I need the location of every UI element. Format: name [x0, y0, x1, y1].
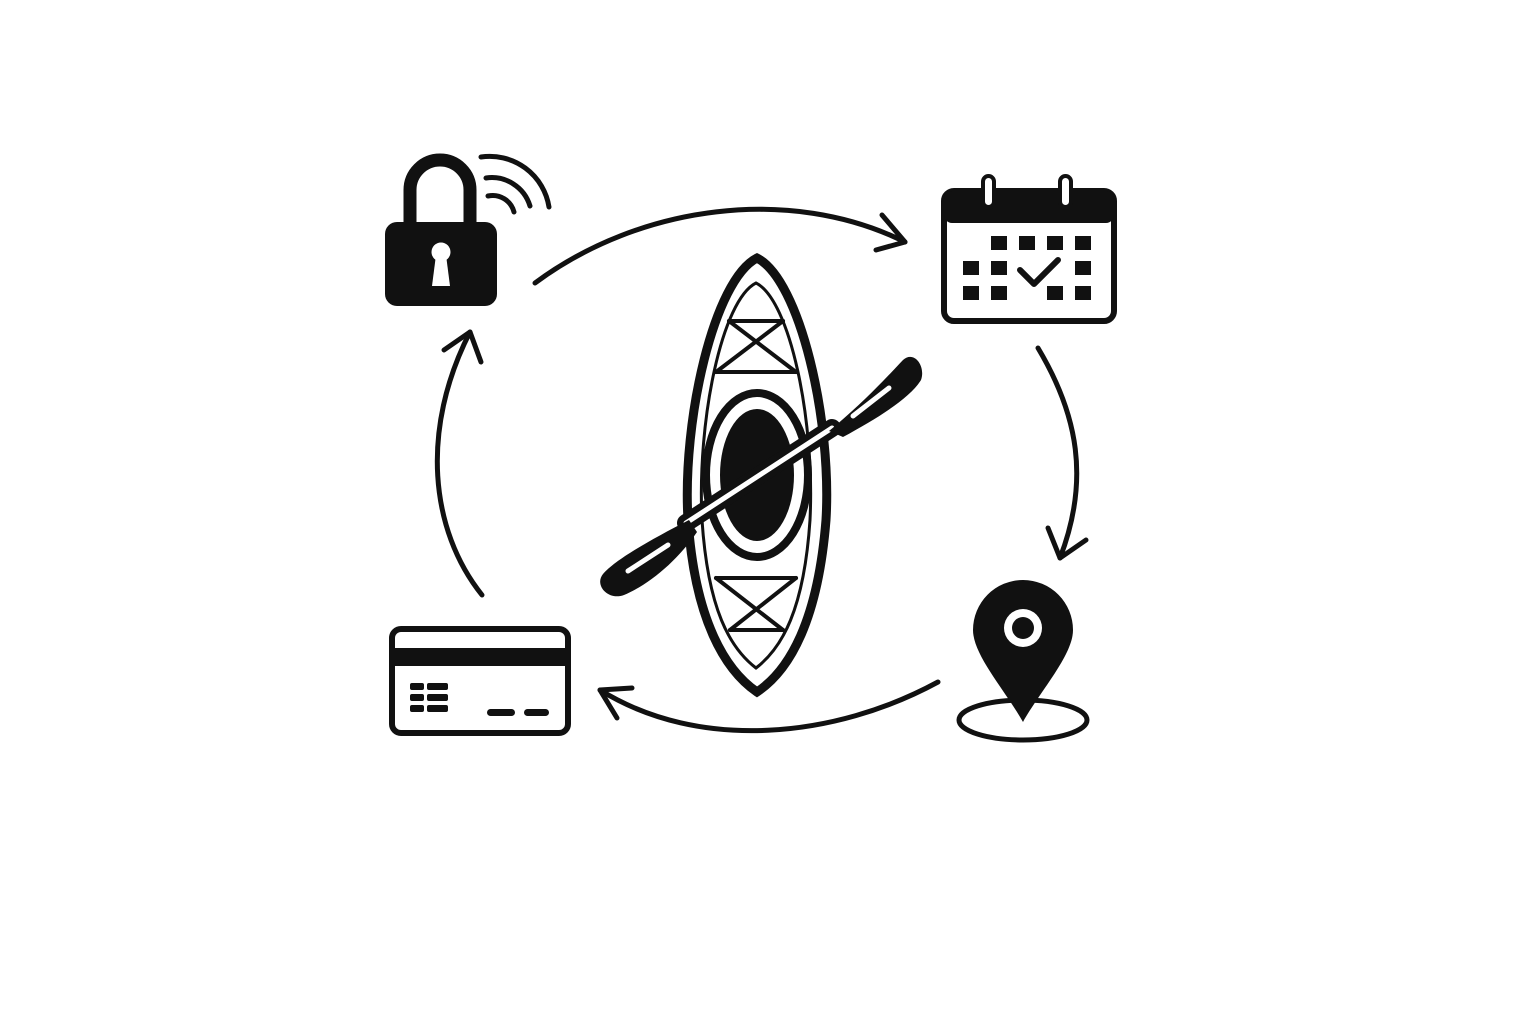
card-chip — [410, 683, 448, 712]
calendar-check-icon — [944, 174, 1114, 321]
credit-card-icon — [392, 629, 568, 733]
